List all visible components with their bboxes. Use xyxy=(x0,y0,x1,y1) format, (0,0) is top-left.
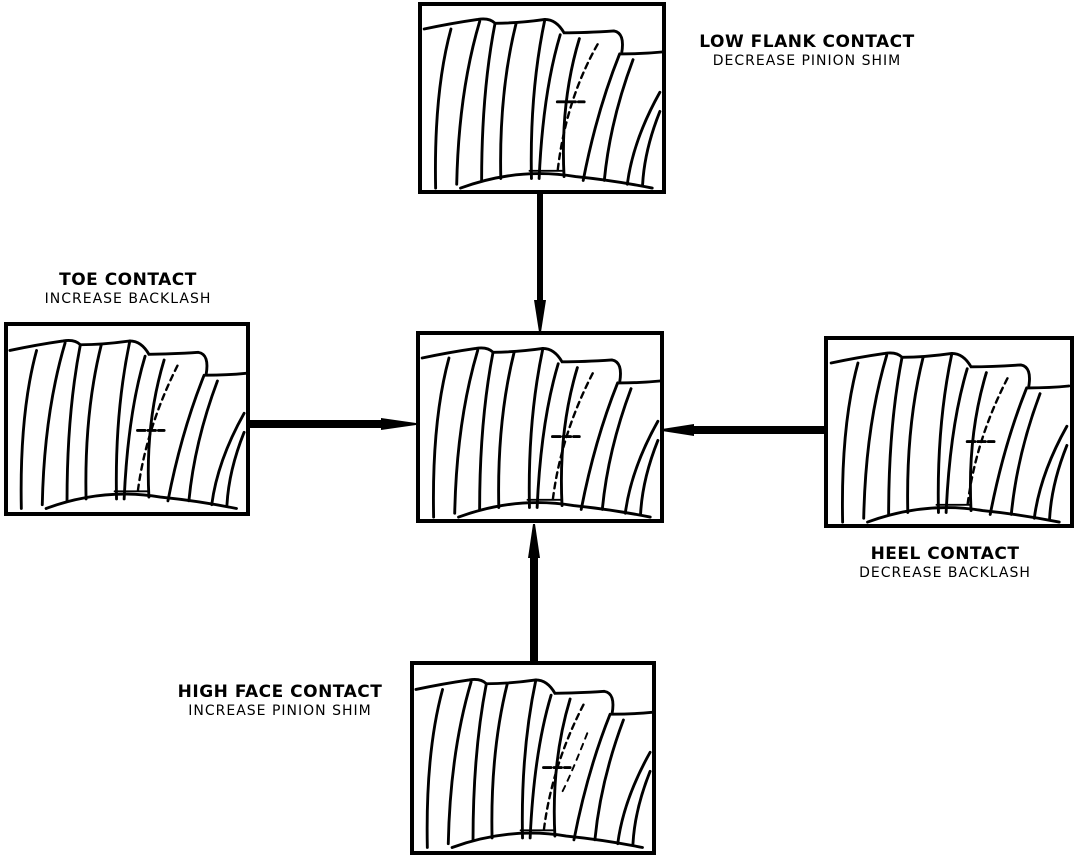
tooth-flank-line xyxy=(641,109,662,186)
tooth-flank-line xyxy=(84,343,103,501)
tooth-flank-line xyxy=(446,680,473,846)
tooth-flank-line xyxy=(616,750,652,846)
pattern-action: DECREASE BACKLASH xyxy=(859,565,1031,582)
tooth-flank-line xyxy=(579,381,620,511)
tooth-flank-line xyxy=(559,366,579,508)
tooth-flank-line xyxy=(497,350,516,509)
pattern-title: TOE CONTACT xyxy=(59,270,197,290)
tooth-flank-line xyxy=(453,348,480,515)
tooth-flank-line xyxy=(936,351,954,514)
label-heel: HEEL CONTACT DECREASE BACKLASH xyxy=(830,544,1060,583)
gear-panel-heel xyxy=(824,336,1074,528)
tooth-flank-line xyxy=(187,379,219,503)
gear-panel-toe xyxy=(4,322,250,516)
gear-root-line xyxy=(459,172,654,190)
tooth-flank-line xyxy=(499,21,518,180)
gear-root-line xyxy=(44,492,238,510)
tooth-flank-line xyxy=(593,718,625,842)
tooth-flank-line xyxy=(114,339,132,501)
pattern-title: HEEL CONTACT xyxy=(870,544,1020,564)
tooth-flank-line xyxy=(1032,424,1069,520)
gear-root-line xyxy=(457,501,652,519)
tooth-flank-line xyxy=(552,697,572,838)
tooth-flank-line xyxy=(166,373,206,503)
pattern-action: INCREASE BACKLASH xyxy=(44,291,212,308)
tooth-flank-line xyxy=(455,19,482,186)
tooth-flank-line xyxy=(988,386,1029,516)
gear-panel-center xyxy=(416,331,664,523)
tooth-flank-line xyxy=(122,354,147,501)
tooth-crest-line xyxy=(414,678,652,716)
gear-teeth-illustration xyxy=(422,17,662,190)
tooth-flank-line xyxy=(146,358,166,499)
pattern-title: LOW FLANK CONTACT xyxy=(699,32,915,52)
label-toe: TOE CONTACT INCREASE BACKLASH xyxy=(8,270,248,309)
tooth-flank-line xyxy=(432,356,451,519)
tooth-flank-line xyxy=(225,430,246,507)
tooth-crest-line xyxy=(8,339,246,377)
tooth-flank-line xyxy=(968,371,988,513)
arrow-right-to-center xyxy=(662,424,826,436)
tooth-flank-line xyxy=(841,361,860,524)
tooth-flank-line xyxy=(535,362,560,509)
tooth-flank-line xyxy=(520,678,538,840)
tooth-flank-line xyxy=(425,688,444,849)
gear-root-line xyxy=(450,831,644,849)
tooth-flank-line xyxy=(602,58,635,182)
gear-panel-high-face xyxy=(410,661,656,855)
tooth-flank-line xyxy=(537,33,562,180)
arrow-bottom-to-center xyxy=(528,524,540,664)
tooth-flank-line xyxy=(887,355,904,516)
gear-root-line xyxy=(866,506,1061,524)
pattern-title: HIGH FACE CONTACT xyxy=(177,682,383,702)
gear-teeth-illustration xyxy=(8,339,246,510)
gear-teeth-illustration xyxy=(829,351,1070,524)
tooth-flank-line xyxy=(623,419,660,515)
tooth-flank-line xyxy=(906,355,925,514)
tooth-flank-line xyxy=(631,769,652,846)
tooth-flank-line xyxy=(40,341,67,507)
tooth-flank-line xyxy=(19,349,38,510)
face-pitch-line-dashed xyxy=(559,732,589,797)
label-high-face: HIGH FACE CONTACT INCREASE PINION SHIM xyxy=(160,682,400,721)
tooth-flank-line xyxy=(572,712,612,842)
tooth-flank-line xyxy=(862,353,889,520)
arrow-top-to-center xyxy=(534,192,546,332)
tooth-flank-line xyxy=(471,682,488,842)
pattern-action: INCREASE PINION SHIM xyxy=(188,703,372,720)
tooth-flank-line xyxy=(1048,443,1069,520)
tooth-flank-line xyxy=(210,411,246,507)
tooth-flank-line xyxy=(581,52,622,182)
gear-teeth-illustration xyxy=(420,346,660,519)
tooth-flank-line xyxy=(434,27,453,190)
tooth-crest-line xyxy=(829,351,1070,390)
arrow-left-to-center xyxy=(248,418,416,430)
gear-teeth-illustration xyxy=(414,678,652,849)
tooth-flank-line xyxy=(561,37,581,179)
tooth-flank-line xyxy=(480,21,497,182)
label-low-flank: LOW FLANK CONTACT DECREASE PINION SHIM xyxy=(682,32,932,71)
tooth-flank-line xyxy=(529,17,547,180)
tooth-flank-line xyxy=(1009,392,1042,516)
tooth-flank-line xyxy=(625,90,662,186)
pattern-action: DECREASE PINION SHIM xyxy=(712,53,902,70)
tooth-crest-line xyxy=(420,346,660,385)
tooth-flank-line xyxy=(600,387,633,511)
tooth-flank-line xyxy=(478,350,495,511)
tooth-flank-line xyxy=(639,438,660,515)
tooth-flank-line xyxy=(528,693,553,840)
tooth-flank-line xyxy=(490,682,509,840)
pitch-line-dashed xyxy=(556,43,599,175)
tooth-flank-line xyxy=(527,346,545,509)
tooth-crest-line xyxy=(422,17,662,56)
tooth-flank-line xyxy=(944,367,969,514)
gear-panel-low-flank xyxy=(418,2,666,194)
tooth-flank-line xyxy=(65,343,82,503)
